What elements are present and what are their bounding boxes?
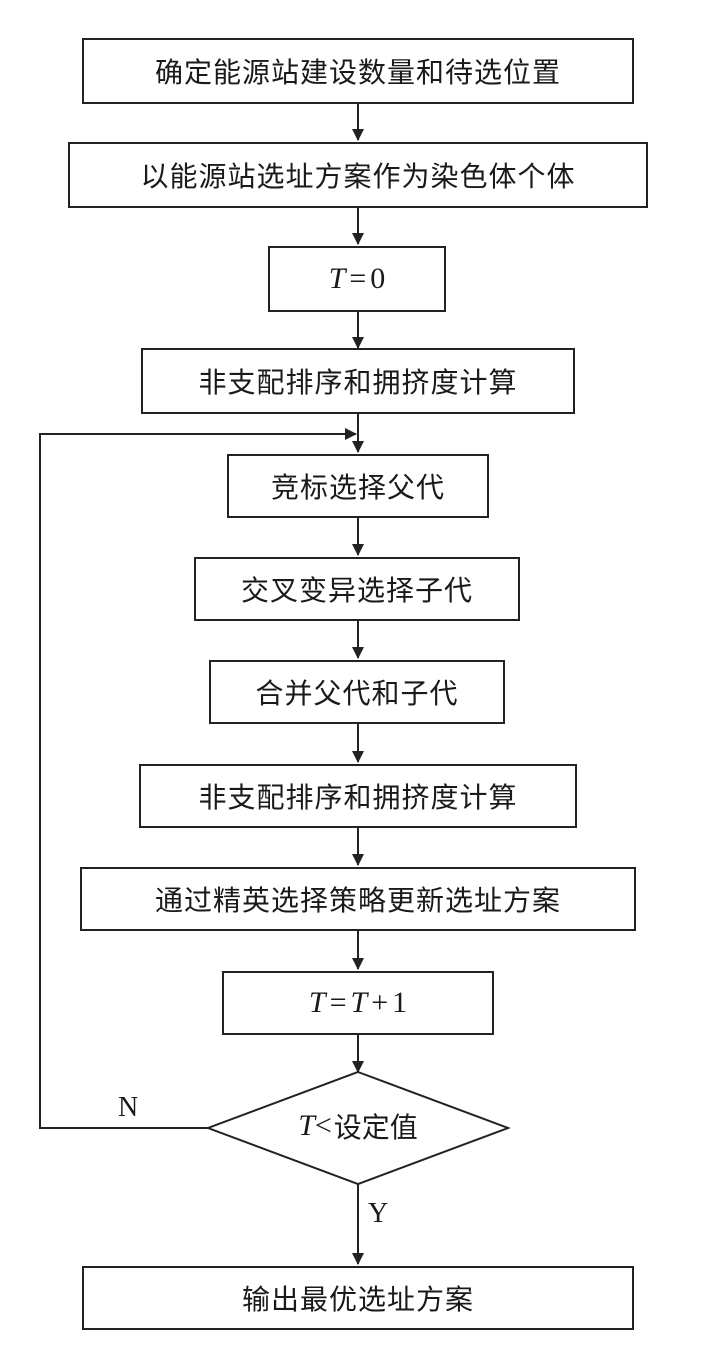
increment-T-lhs: T (308, 986, 326, 1019)
step-tournament-select: 竞标选择父代 (227, 454, 489, 518)
decision-text: 设定值 (333, 1111, 418, 1144)
loop-back-arrow (39, 428, 357, 1129)
step-crossover-mutation-label: 交叉变异选择子代 (240, 574, 473, 607)
increment-T-one: 1 (392, 986, 408, 1019)
decision-var: T (298, 1109, 315, 1142)
step-increment-T: T=T+1 (222, 971, 494, 1035)
step-output: 输出最优选址方案 (82, 1266, 634, 1330)
step-elite-update: 通过精英选择策略更新选址方案 (80, 867, 636, 931)
decision-op: < (314, 1109, 332, 1142)
edge-label-yes: Y (368, 1198, 389, 1229)
decision-label: T<设定值 (208, 1096, 508, 1156)
step-nondominated-sort-1: 非支配排序和拥挤度计算 (141, 348, 575, 414)
step-crossover-mutation: 交叉变异选择子代 (194, 557, 520, 621)
increment-T-plus: + (371, 986, 389, 1019)
step-nondominated-sort-2-label: 非支配排序和拥挤度计算 (198, 781, 518, 814)
step-encode-chromosome-label: 以能源站选址方案作为染色体个体 (140, 160, 576, 193)
step-nondominated-sort-1-label: 非支配排序和拥挤度计算 (198, 366, 518, 399)
step-nondominated-sort-2: 非支配排序和拥挤度计算 (139, 764, 577, 828)
decision-diamond (205, 1070, 511, 1186)
increment-T-eq: = (329, 986, 347, 1019)
init-T-eq: = (349, 262, 367, 295)
step-tournament-select-label: 竞标选择父代 (270, 471, 445, 504)
step-merge: 合并父代和子代 (209, 660, 505, 724)
step-determine-sites-label: 确定能源站建设数量和待选位置 (154, 56, 561, 89)
init-T-var: T (328, 262, 346, 295)
step-output-label: 输出最优选址方案 (241, 1283, 474, 1316)
step-determine-sites: 确定能源站建设数量和待选位置 (82, 38, 634, 104)
init-T-value: 0 (370, 262, 386, 295)
increment-T-rhs: T (350, 986, 368, 1019)
step-elite-update-label: 通过精英选择策略更新选址方案 (154, 884, 561, 917)
edge-label-no: N (118, 1092, 139, 1123)
step-merge-label: 合并父代和子代 (255, 677, 459, 710)
step-init-T: T=0 (268, 246, 446, 312)
step-encode-chromosome: 以能源站选址方案作为染色体个体 (68, 142, 648, 208)
